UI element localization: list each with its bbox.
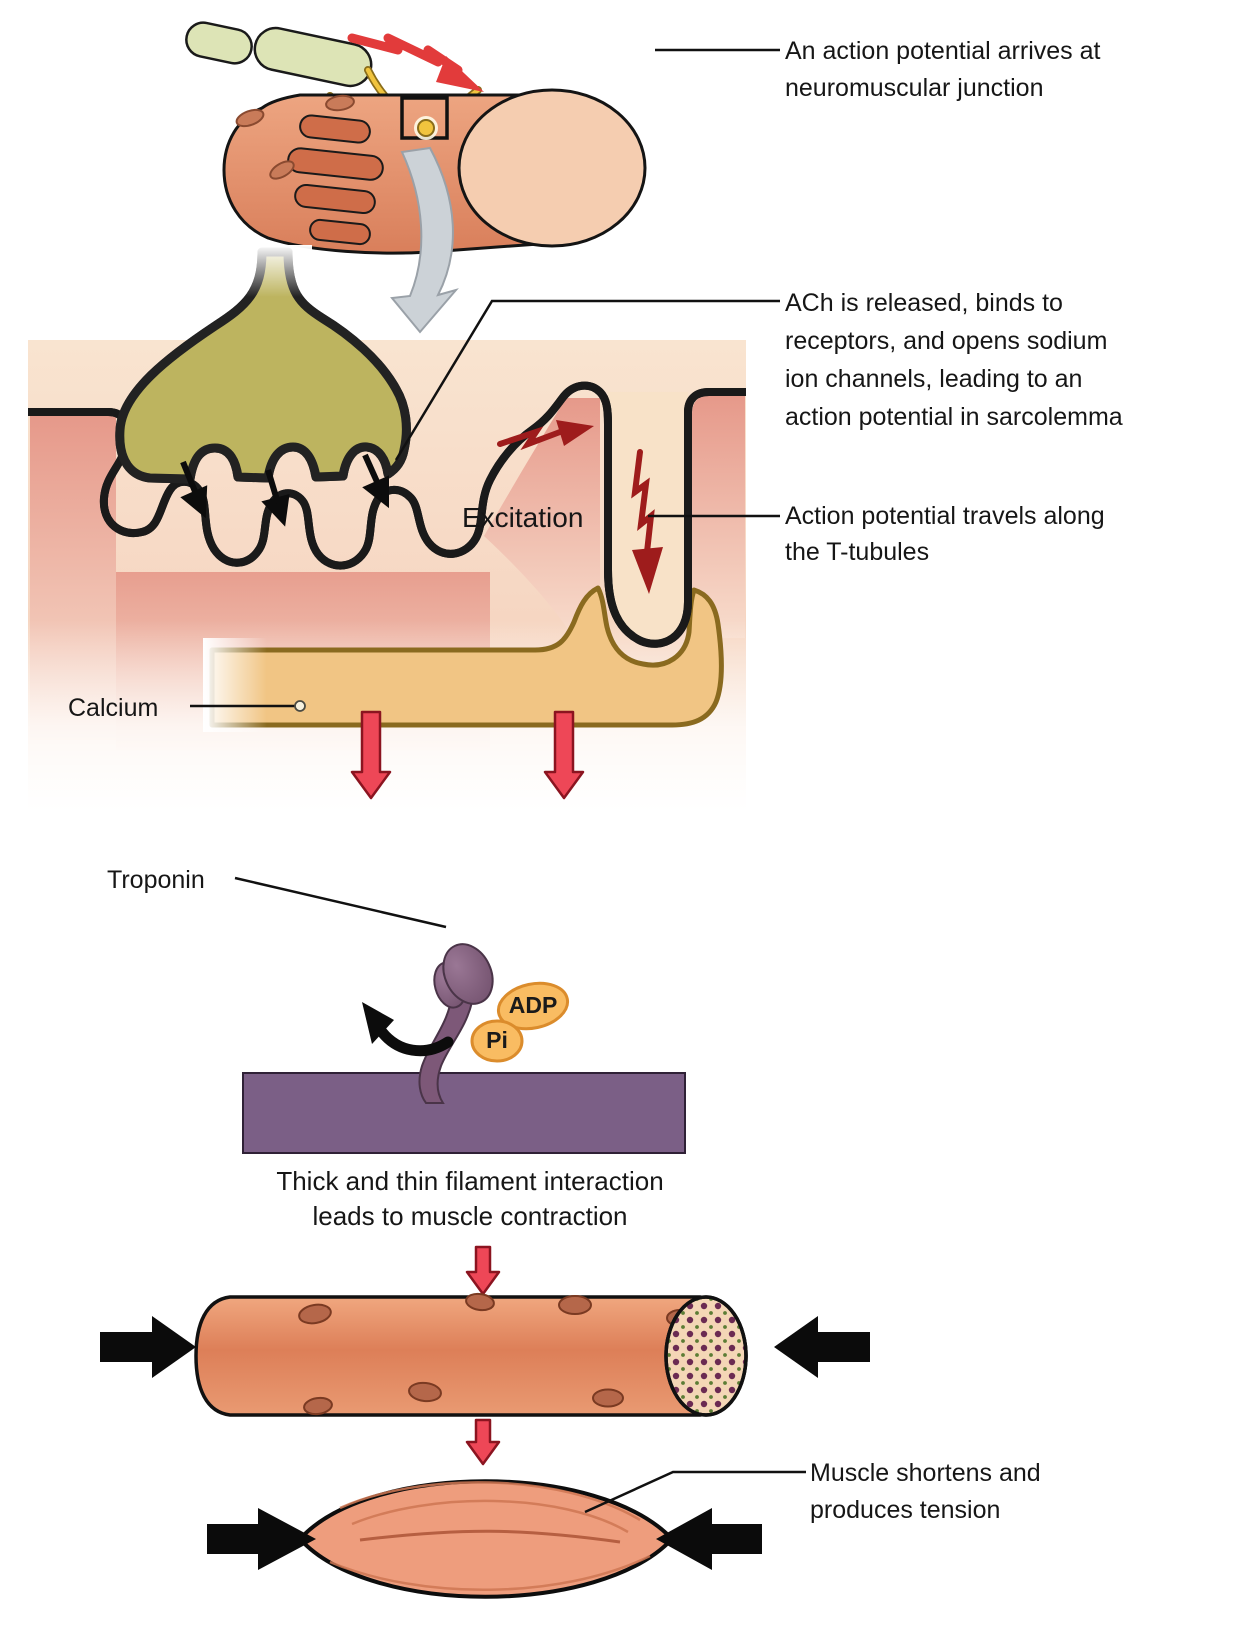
label-ach-released: ACh is released, binds to receptors, and… — [785, 289, 1123, 431]
leader-troponin — [234, 876, 447, 929]
ach-release-arrows — [180, 453, 389, 527]
myofibril-tubes — [287, 114, 384, 246]
nmj-mini-terminal — [414, 116, 438, 140]
muscle-fiber — [194, 1292, 748, 1417]
sarcolemma-lightning-arrow — [497, 420, 594, 451]
contraction-arrow-top — [465, 1245, 501, 1296]
label-t-tubules: Action potential travels along the T-tub… — [785, 502, 1105, 566]
label-excitation: Excitation — [462, 502, 584, 533]
label-pi: Pi — [486, 1027, 508, 1053]
fascicle-cross-section — [457, 88, 647, 248]
label-troponin: Troponin — [107, 866, 205, 894]
gray-zoom-arrow — [390, 146, 459, 334]
motor-neuron-axon — [185, 21, 373, 88]
power-stroke-arrow — [362, 1002, 454, 1057]
leader-shorten — [584, 1470, 806, 1514]
label-adp: ADP — [508, 992, 558, 1018]
label-muscle-shortens: Muscle shortens and produces tension — [810, 1459, 1041, 1524]
label-action-potential-arrives: An action potential arrives at neuromusc… — [785, 37, 1101, 102]
calcium-leader-end-ion — [294, 700, 306, 712]
t-tubule-lightning-arrow — [631, 449, 663, 594]
label-calcium: Calcium — [68, 694, 159, 722]
leader-lines — [190, 48, 806, 1514]
muscle-fascicle-bundle — [222, 88, 647, 255]
adp-pi-molecules — [470, 981, 570, 1063]
nuclei — [235, 94, 355, 180]
leader-ach — [394, 299, 780, 461]
thick-filament — [242, 1072, 686, 1154]
sarcolemma-membrane — [28, 386, 746, 644]
contraction-arrow-bottom — [465, 1418, 501, 1466]
calcium-release-arrows — [350, 710, 585, 800]
action-potential-lightning-arrow — [347, 33, 484, 92]
caption-filament-interaction: Thick and thin filament interaction lead… — [276, 1166, 664, 1231]
whole-muscle — [295, 1479, 677, 1599]
sarcoplasmic-reticulum — [203, 585, 724, 732]
synaptic-terminal — [120, 245, 407, 484]
compression-arrows-fiber — [100, 1316, 870, 1378]
compression-arrows-muscle — [207, 1508, 762, 1570]
